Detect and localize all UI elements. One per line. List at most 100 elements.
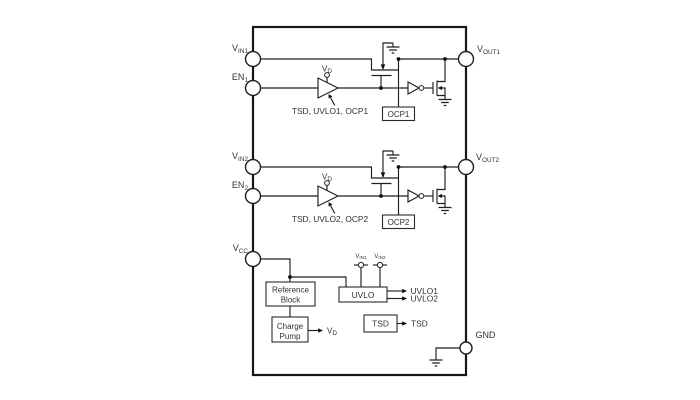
vd-output-label: VD [327, 327, 337, 338]
arrowhead-icon [402, 288, 407, 294]
bulk-arrow-icon [437, 85, 442, 91]
pin-vout1 [457, 50, 475, 68]
ocp2-block: OCP2 [381, 214, 416, 230]
driver-triangle-icon [317, 185, 340, 207]
junction-dot [443, 57, 447, 61]
vcc-wire [261, 258, 291, 277]
channel2: VD TSD, UVLO2, OCP2 OCP2 [261, 150, 459, 230]
ocp1-block: OCP1 [381, 106, 416, 122]
charge-pump-box [271, 316, 309, 343]
uvlo-input1-label: VIN1 [355, 254, 367, 260]
pin-en1 [244, 79, 262, 97]
vin2-wire [261, 166, 399, 179]
junction-dot [379, 86, 383, 90]
driver1-vd-label: VD [322, 65, 332, 76]
ocp1-box [381, 106, 416, 122]
discharge-fet-1-source [437, 94, 446, 97]
pass-fet-2 [371, 150, 401, 196]
bulk-arrow-icon [437, 193, 442, 199]
ocp1-label: OCP1 [388, 110, 410, 119]
bulk-arrow-icon [380, 64, 386, 70]
channel1-control-label: TSD, UVLO1, OCP1 [292, 106, 369, 116]
driver-triangle-icon [317, 77, 340, 99]
ground-icon [385, 42, 401, 54]
ocp2-label: OCP2 [388, 218, 410, 227]
ocp2-box [381, 214, 416, 230]
inverter-icon [407, 189, 421, 203]
charge-pump-block: Charge Pump VD [271, 316, 337, 343]
uvlo-input2-terminal-icon [376, 261, 384, 269]
pass-fet-2-bulk-line [382, 150, 393, 177]
pass-fet-1-bulk-line [382, 42, 393, 69]
ground-icon [437, 202, 453, 215]
driver2-vd-label: VD [322, 173, 332, 184]
junction-dot [288, 275, 292, 279]
inverter-bubble-icon [418, 193, 425, 199]
pin-vout2-label: VOUT2 [476, 152, 500, 164]
bulk-arrow-icon [380, 172, 386, 178]
uvlo-block: VIN1 VIN2 UVLO UVLO1 UVLO2 [338, 254, 439, 304]
discharge-stage-2 [407, 167, 453, 215]
uvlo-input1-terminal-icon [357, 261, 365, 269]
pass-fet-1 [371, 42, 401, 88]
gnd-wire [435, 347, 460, 356]
support-circuits: Reference Block Charge Pump VD VIN1 VIN2… [261, 254, 460, 367]
pin-gnd [459, 341, 473, 355]
arrowhead-icon [318, 328, 323, 333]
charge-pump-label-line2: Pump [280, 332, 301, 341]
reference-box [265, 281, 316, 307]
channel1: VD TSD, UVLO1, OCP1 OCP1 [261, 42, 459, 122]
tsd-label: TSD [372, 318, 389, 328]
discharge-stage-1 [407, 59, 453, 107]
junction-dot [379, 194, 383, 198]
vd-terminal-icon [324, 72, 330, 78]
reference-block: Reference Block [265, 281, 316, 307]
discharge-fet-2-drain [437, 167, 446, 191]
enable-driver-2: VD TSD, UVLO2, OCP2 [292, 173, 369, 225]
reference-label-line1: Reference [272, 286, 309, 295]
enable-driver-1: VD TSD, UVLO1, OCP1 [292, 65, 369, 117]
reference-label-line2: Block [281, 296, 302, 305]
vin1-wire [261, 58, 399, 71]
uvlo-supply-wire [290, 276, 347, 287]
pin-vout1-label: VOUT1 [477, 44, 501, 56]
uvlo2-output-label: UVLO2 [411, 294, 439, 304]
junction-dot [396, 57, 401, 61]
uvlo-label: UVLO [352, 290, 375, 300]
control-arrow-line [329, 97, 336, 106]
pin-vcc-label: VCC [233, 243, 249, 255]
pins: VIN1 EN1 VIN2 EN2 VCC VOUT1 VOUT2 GND [232, 43, 501, 355]
junction-dot [443, 165, 447, 169]
pin-en1-label: EN1 [232, 72, 249, 84]
discharge-fet-2-bulk [441, 195, 446, 204]
uvlo-input2-label: VIN2 [374, 254, 386, 260]
pin-en2 [244, 187, 262, 205]
tsd-output-label: TSD [411, 319, 428, 329]
pin-en2-label: EN2 [232, 180, 249, 192]
discharge-fet-2-source [437, 202, 446, 205]
ground-icon [385, 150, 401, 162]
ground-icon [437, 94, 453, 107]
uvlo-box [338, 286, 388, 303]
inverter-bubble-icon [418, 85, 425, 91]
control-arrow-line [329, 205, 336, 214]
pin-vin2 [244, 158, 262, 176]
pin-vin2-label: VIN2 [232, 151, 248, 163]
charge-pump-label-line1: Charge [277, 322, 304, 331]
channel2-control-label: TSD, UVLO2, OCP2 [292, 214, 369, 224]
junction-dot [396, 165, 401, 169]
pin-vcc [244, 250, 262, 268]
inverter-icon [407, 81, 421, 95]
pin-gnd-label: GND [476, 330, 497, 340]
control-arrow-icon [328, 94, 333, 99]
control-arrow-icon [328, 202, 333, 207]
pin-vin1-label: VIN1 [232, 43, 248, 55]
uvlo1-output-label: UVLO1 [411, 286, 439, 296]
vd-terminal-icon [324, 180, 330, 186]
arrowhead-icon [402, 321, 407, 326]
discharge-fet-1-bulk [441, 87, 446, 96]
arrowhead-icon [402, 296, 407, 301]
pin-vout2 [457, 158, 475, 176]
